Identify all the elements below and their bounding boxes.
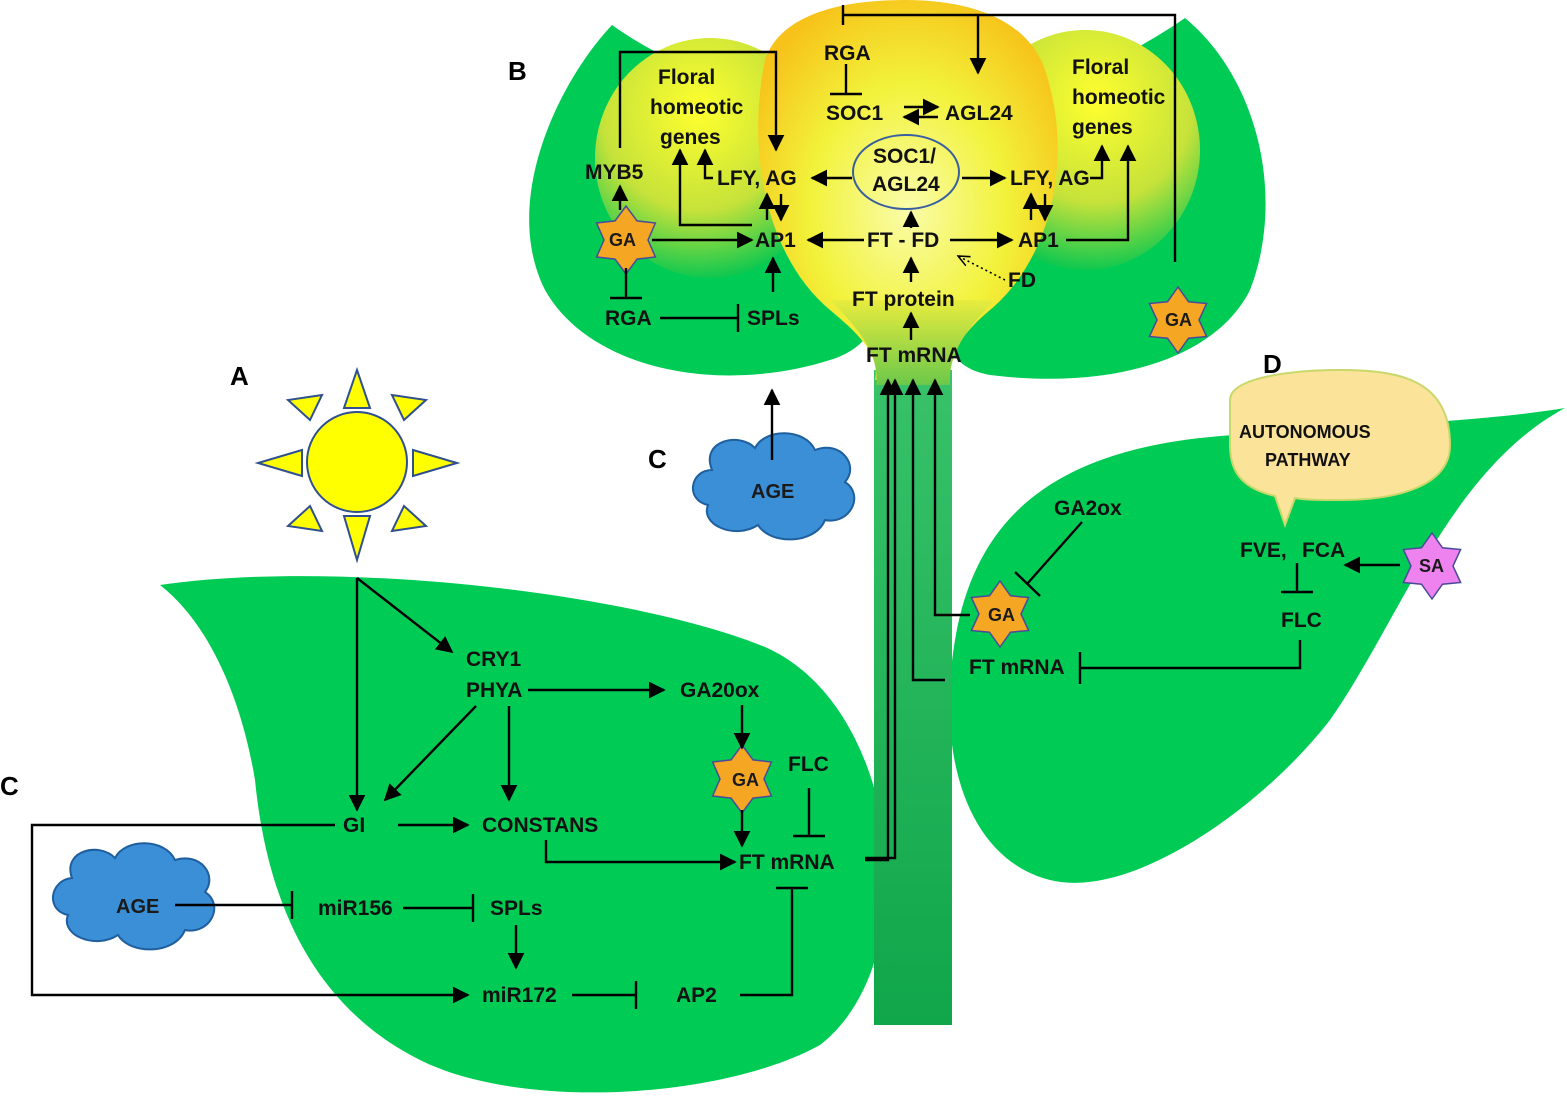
label-constans: CONSTANS	[482, 814, 598, 837]
label-soc1-agl24-2: AGL24	[872, 173, 940, 196]
label-ga2ox: GA2ox	[1054, 497, 1122, 520]
label-rga-top: RGA	[824, 42, 871, 65]
label-ft-mrna-panel-a: FT mRNA	[739, 851, 835, 874]
label-myb5: MYB5	[585, 161, 644, 184]
label-floral-right-2: homeotic	[1072, 86, 1166, 109]
panel-label-a: A	[230, 361, 249, 391]
panel-label-b: B	[508, 56, 527, 86]
label-soc1-agl24-1: SOC1/	[873, 145, 936, 168]
label-ap2: AP2	[676, 984, 717, 1007]
label-spls-panel-c: SPLs	[490, 897, 543, 920]
sun-icon	[254, 366, 461, 564]
label-lfy-ag-left: LFY, AG	[717, 167, 797, 190]
label-ft-fd: FT - FD	[867, 229, 939, 252]
age-cloud-icon-left	[51, 842, 216, 951]
label-fd: FD	[1008, 269, 1036, 292]
label-ga-panel-a: GA	[732, 770, 759, 790]
label-age-top: AGE	[751, 481, 794, 503]
leaf-right	[949, 408, 1565, 883]
panel-label-c-top: C	[648, 444, 667, 474]
label-ft-mrna-top: FT mRNA	[866, 344, 962, 367]
connectors-panel-d	[1014, 521, 1400, 684]
label-ap1-left: AP1	[755, 229, 796, 252]
label-fca: FCA	[1302, 539, 1345, 562]
label-ft-mrna-panel-d: FT mRNA	[969, 656, 1065, 679]
label-sa: SA	[1419, 556, 1444, 576]
label-floral-right-1: Floral	[1072, 56, 1129, 79]
soc1-agl24-oval	[852, 134, 960, 210]
label-lfy-ag-right: LFY, AG	[1010, 167, 1090, 190]
ga-star-icon-panel-d	[970, 579, 1030, 649]
label-mir156: miR156	[318, 897, 393, 920]
connectors-stem	[865, 378, 970, 862]
label-ga-right: GA	[1165, 310, 1192, 330]
label-ap1-right: AP1	[1018, 229, 1059, 252]
label-phya: PHYA	[466, 679, 522, 702]
label-cry1: CRY1	[466, 648, 522, 671]
leaf-left	[160, 576, 887, 1093]
ga-star-icon-right	[1148, 285, 1208, 355]
connectors-panel-b	[610, 5, 1177, 460]
label-gi: GI	[343, 814, 365, 837]
label-autonomous-2: PATHWAY	[1265, 450, 1351, 470]
panel-label-c-left: C	[0, 771, 19, 801]
connectors-panel-a	[30, 577, 825, 1009]
label-agl24: AGL24	[945, 102, 1013, 125]
label-flc-panel-a: FLC	[788, 753, 829, 776]
label-ga20ox: GA20ox	[680, 679, 760, 702]
sa-star-icon	[1402, 531, 1462, 601]
label-ft-protein: FT protein	[852, 288, 955, 311]
label-floral-left-1: Floral	[658, 66, 715, 89]
age-cloud-icon-top	[691, 432, 856, 541]
label-floral-left-2: homeotic	[650, 96, 744, 119]
label-ga-panel-d: GA	[988, 605, 1015, 625]
flower-funnel	[830, 300, 995, 385]
label-flc-panel-d: FLC	[1281, 609, 1322, 632]
panel-label-d: D	[1263, 349, 1282, 379]
label-spls-top: SPLs	[747, 307, 800, 330]
label-floral-left-3: genes	[660, 126, 721, 149]
label-rga-left: RGA	[605, 307, 652, 330]
label-fve: FVE,	[1240, 539, 1287, 562]
label-mir172: miR172	[482, 984, 557, 1007]
label-floral-right-3: genes	[1072, 116, 1133, 139]
label-autonomous-1: AUTONOMOUS	[1239, 422, 1371, 442]
label-age-left: AGE	[116, 896, 159, 918]
label-soc1: SOC1	[826, 102, 884, 125]
speech-bubble-icon	[1229, 368, 1452, 528]
label-ga-left: GA	[609, 230, 636, 250]
